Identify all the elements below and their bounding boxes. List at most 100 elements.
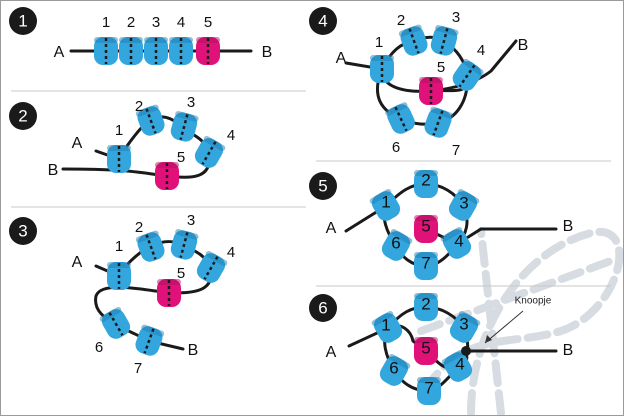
bead-hole-thread — [408, 28, 420, 54]
bead — [430, 25, 459, 56]
bead — [441, 349, 473, 382]
bead-label: 7 — [134, 360, 142, 377]
bead-label: 5 — [177, 149, 185, 166]
bead-label: 5 — [177, 265, 185, 282]
bead-label: 6 — [95, 339, 103, 356]
bead — [369, 188, 401, 221]
bead — [144, 37, 168, 65]
bead-label: 4 — [454, 231, 463, 250]
accent-bead — [419, 77, 443, 105]
bead-hole-thread — [179, 232, 189, 258]
bead — [449, 310, 481, 343]
bead-rim — [369, 188, 392, 204]
bead — [424, 106, 454, 138]
bead-hole-thread — [458, 64, 476, 88]
bead — [440, 226, 472, 259]
bead — [194, 135, 226, 168]
bead-hole-thread — [203, 256, 219, 280]
bead — [107, 262, 131, 290]
bead-rim — [414, 170, 438, 176]
bead — [99, 306, 131, 339]
bead-hole-thread — [432, 110, 444, 136]
step-panel-6 — [309, 293, 558, 405]
bead-label: 2 — [127, 14, 135, 31]
bead-hole-thread — [439, 28, 449, 54]
bead-label: 7 — [452, 142, 460, 159]
bead-label: 3 — [187, 212, 195, 229]
bead — [370, 55, 394, 83]
bead-rim — [417, 377, 441, 383]
bead — [371, 310, 403, 343]
bead-rim — [388, 353, 411, 369]
bead — [414, 170, 438, 198]
bead-rim — [457, 188, 480, 204]
accent-bead — [196, 37, 220, 65]
bead-label: 4 — [227, 127, 235, 144]
step-badge — [9, 102, 37, 130]
bead-rim — [441, 349, 464, 365]
thread-end-a: A — [54, 44, 65, 61]
bead-body — [414, 215, 438, 243]
bead-label: 3 — [459, 314, 468, 333]
step-badge — [309, 172, 337, 200]
decor-lines — [417, 227, 620, 415]
bead — [385, 102, 415, 134]
step-number: 4 — [318, 11, 327, 30]
bead-hole-thread — [108, 312, 124, 336]
step-badge — [9, 217, 37, 245]
bead — [94, 37, 118, 65]
bead-label: 4 — [227, 244, 235, 261]
bead-label: 3 — [459, 193, 468, 212]
bead-label: 3 — [452, 9, 460, 26]
bead-label: 5 — [421, 216, 430, 235]
bead-label: 2 — [135, 219, 143, 236]
bead-hole-thread — [394, 106, 408, 132]
bead — [196, 250, 228, 283]
bead-label: 6 — [389, 358, 398, 377]
bead-hole-thread — [145, 108, 157, 134]
thread-end-b: B — [563, 218, 574, 235]
bead-label: 4 — [177, 14, 185, 31]
step-number: 1 — [18, 11, 27, 30]
bead — [414, 252, 438, 280]
bead-rim — [458, 310, 481, 326]
step-badge — [309, 294, 337, 322]
bead-label: 1 — [102, 14, 110, 31]
bead-rim — [414, 293, 438, 299]
bead-label: 2 — [421, 170, 430, 189]
thread-end-b: B — [262, 44, 273, 61]
bead-label: 6 — [391, 233, 400, 252]
knoopje-label: Knoopje — [515, 296, 552, 307]
step-number: 2 — [18, 106, 27, 125]
knot-dot — [461, 346, 471, 356]
step-number: 3 — [18, 221, 27, 240]
bead-label: 1 — [115, 122, 123, 139]
bead — [135, 230, 165, 262]
accent-bead — [157, 279, 181, 307]
step-badge — [9, 7, 37, 35]
bead-label: 2 — [421, 294, 430, 313]
bead-rim — [390, 228, 413, 244]
bead — [170, 229, 199, 260]
bead-label: 2 — [135, 98, 143, 115]
bead-label: 1 — [115, 238, 123, 255]
bead-body — [414, 337, 438, 365]
bead-body — [414, 170, 438, 198]
accent-bead — [155, 162, 179, 190]
bead-label: 5 — [204, 14, 212, 31]
step-badge — [309, 7, 337, 35]
bead-rim — [440, 226, 463, 242]
thread-end-a: A — [336, 50, 347, 67]
step-panel-5 — [309, 170, 558, 280]
bead — [107, 145, 131, 173]
bead — [379, 353, 411, 386]
bead — [135, 104, 165, 136]
annotation-arrow — [484, 310, 524, 344]
bead — [398, 24, 428, 56]
bead — [414, 293, 438, 321]
bead — [452, 58, 484, 91]
decor-curve — [427, 227, 623, 415]
step-panel-1 — [9, 7, 253, 65]
bead-rim — [414, 215, 438, 221]
